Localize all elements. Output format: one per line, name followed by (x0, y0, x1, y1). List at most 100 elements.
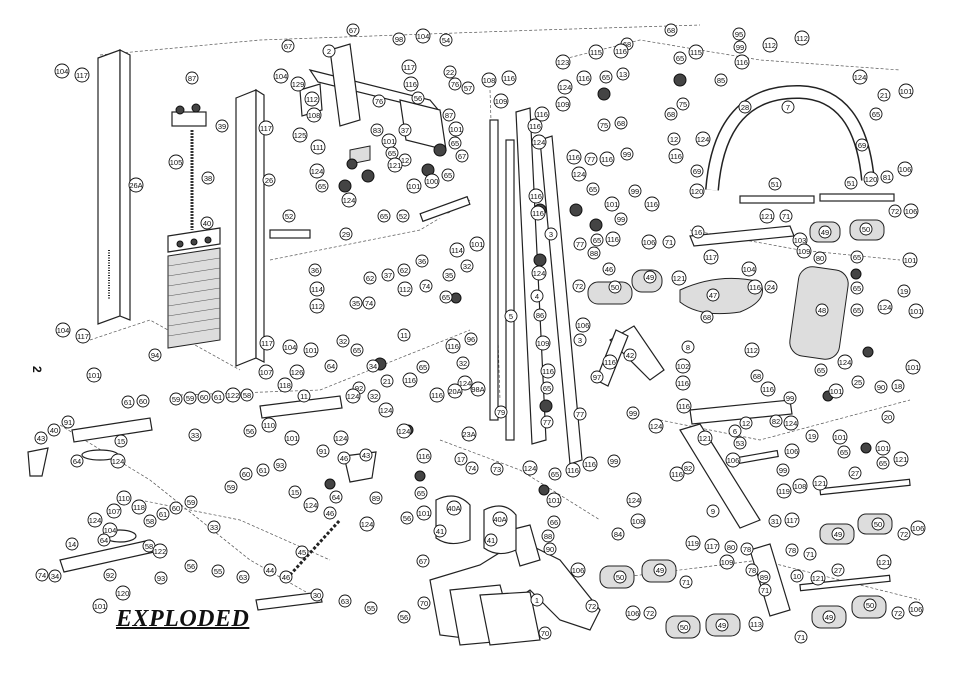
part-callout: 104 (415, 28, 431, 44)
part-number: 72 (894, 609, 902, 618)
part-number: 67 (349, 26, 357, 35)
part-callout: 110 (261, 417, 277, 433)
part-callout: 96 (464, 332, 478, 346)
part-callout: 116 (534, 106, 550, 122)
low-row-handles (27, 395, 377, 611)
part-number: 65 (853, 306, 861, 315)
part-number: 101 (471, 240, 484, 249)
part-callout: 124 (303, 497, 319, 513)
part-callout: 7 (781, 100, 795, 114)
part-number: 98 (395, 35, 403, 44)
part-callout: 65 (850, 303, 864, 317)
part-number: 60 (242, 470, 250, 479)
part-number: 69 (693, 167, 701, 176)
part-callout: 40A (446, 500, 462, 516)
part-number: 24 (767, 283, 775, 292)
part-number: 101 (900, 87, 913, 96)
upright-post-26a (97, 49, 131, 325)
part-number: 101 (548, 496, 561, 505)
part-callout: 35 (349, 296, 363, 310)
part-callout: 117 (74, 67, 90, 83)
part-callout: 124 (877, 299, 893, 315)
part-number: 54 (442, 36, 450, 45)
part-number: 116 (671, 470, 683, 479)
part-number: 124 (305, 501, 318, 510)
part-number: 46 (605, 265, 613, 274)
part-callout: 102 (675, 358, 691, 374)
part-number: 115 (690, 48, 702, 57)
part-number: 75 (679, 100, 687, 109)
part-callout: 123 (555, 54, 571, 70)
part-number: 104 (56, 67, 69, 76)
part-callout: 116 (528, 188, 544, 204)
part-callout: 78 (745, 563, 759, 577)
part-number: 59 (186, 394, 194, 403)
part-callout: 106 (625, 605, 641, 621)
part-number: 124 (785, 419, 798, 428)
part-callout: 108 (630, 513, 646, 529)
part-callout: 69 (690, 164, 704, 178)
part-number: 71 (682, 578, 690, 587)
part-callout: 64 (329, 490, 343, 504)
part-callout: 80 (813, 251, 827, 265)
part-number: 81 (883, 173, 891, 182)
part-callout: 65 (385, 146, 399, 160)
part-callout: 65 (416, 360, 430, 374)
part-callout: 100 (424, 173, 440, 189)
part-callout: 82 (769, 414, 783, 428)
part-number: 116 (601, 155, 613, 164)
part-callout: 101 (832, 429, 848, 445)
part-callout: 59 (184, 495, 198, 509)
part-number: 104 (57, 326, 70, 335)
part-callout: 68 (614, 116, 628, 130)
part-number: 64 (73, 457, 81, 466)
part-callout: 43 (359, 448, 373, 462)
part-number: 120 (691, 187, 704, 196)
part-callout: 108 (792, 478, 808, 494)
part-number: 116 (762, 385, 774, 394)
part-callout: 30 (310, 588, 324, 602)
part-callout: 63 (236, 570, 250, 584)
part-callout: 106 (575, 317, 591, 333)
part-number: 13 (619, 70, 627, 79)
part-callout: 124 (837, 354, 853, 370)
part-callout: 124 (345, 388, 361, 404)
part-callout: 46 (323, 506, 337, 520)
part-callout: 115 (588, 44, 604, 60)
part-number: 71 (782, 212, 790, 221)
part-callout: 101 (908, 303, 924, 319)
part-number: 117 (260, 124, 272, 133)
part-number: 40 (203, 219, 211, 228)
part-callout: 116 (613, 43, 629, 59)
part-callout: 55 (364, 601, 378, 615)
part-number: 92 (106, 571, 114, 580)
part-number: 99 (786, 394, 794, 403)
part-number: 65 (593, 236, 601, 245)
part-number: 103 (794, 236, 807, 245)
part-callout: 65 (315, 179, 329, 193)
part-callout: 46 (279, 570, 293, 584)
part-callout: 65 (414, 486, 428, 500)
part-number: 61 (214, 393, 222, 402)
part-number: 30 (313, 591, 321, 600)
part-number: 49 (821, 228, 829, 237)
base-frame (429, 524, 601, 646)
part-number: 104 (417, 32, 430, 41)
part-callout: 116 (734, 54, 750, 70)
part-number: 112 (796, 34, 808, 43)
part-callout: 68 (750, 369, 764, 383)
part-number: 34 (369, 362, 377, 371)
part-number: 20 (884, 413, 892, 422)
part-number: 15 (117, 437, 125, 446)
part-number: 115 (590, 48, 602, 57)
part-number: 109 (495, 97, 508, 106)
part-number: 23A (462, 430, 475, 439)
part-callout: 92 (103, 568, 117, 582)
part-callout: 9 (706, 504, 720, 518)
part-number: 121 (814, 479, 827, 488)
part-number: 120 (865, 175, 878, 184)
part-callout: 74 (362, 296, 376, 310)
part-callout: 124 (571, 166, 587, 182)
part-number: 77 (576, 410, 584, 419)
part-callout: 122 (225, 387, 241, 403)
